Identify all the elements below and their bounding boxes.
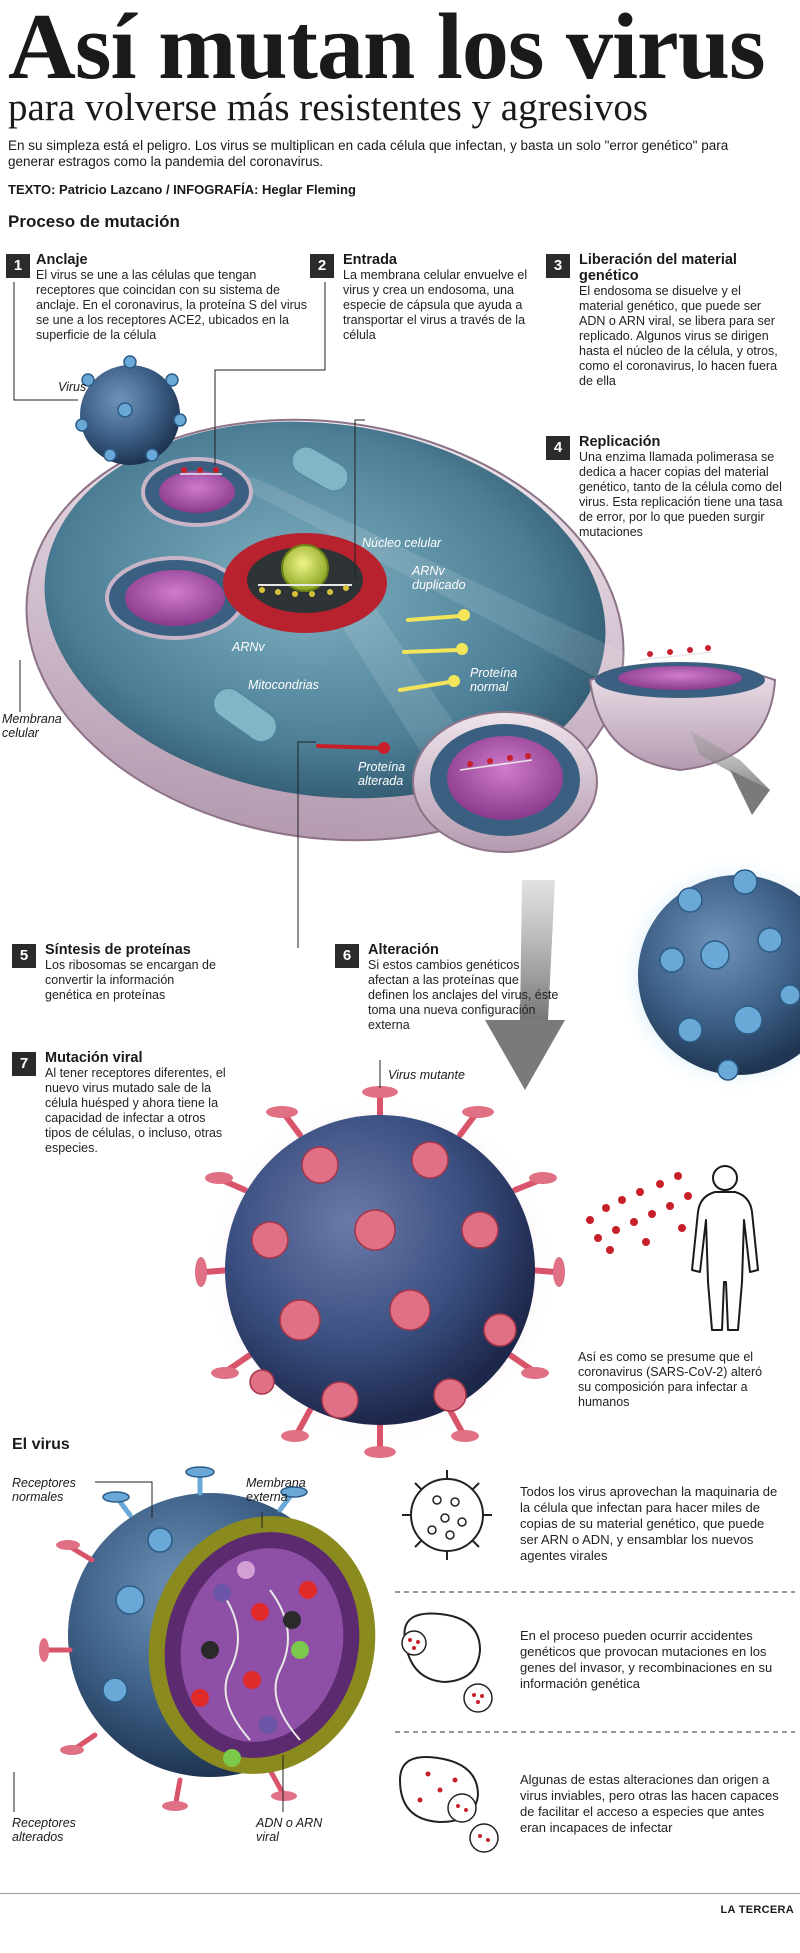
footer-divider	[0, 1893, 800, 1894]
step-7-number: 7	[12, 1052, 36, 1076]
step-7-body: Al tener receptores diferentes, el nuevo…	[45, 1066, 226, 1155]
page-subtitle: para volverse más resistentes y agresivo…	[8, 86, 649, 129]
page-title: Así mutan los virus	[8, 0, 766, 99]
virus-note-2: En el proceso pueden ocurrir accidentes …	[520, 1628, 773, 1691]
step-2-body: La membrana celular envuelve el virus y …	[343, 268, 528, 342]
label-receptores-normales: Receptores normales	[12, 1476, 76, 1504]
label-receptores-alterados: Receptores alterados	[12, 1816, 76, 1844]
step-3-number: 3	[546, 254, 570, 278]
step-2-title: Entrada	[343, 252, 397, 268]
step-6-number: 6	[335, 944, 359, 968]
footer-source: LA TERCERA	[720, 1904, 794, 1916]
virus-section-title: El virus	[12, 1436, 70, 1453]
step-1-number: 1	[6, 254, 30, 278]
step-5-number: 5	[12, 944, 36, 968]
label-proteina-alterada: Proteína alterada	[358, 760, 406, 788]
step-6-body: Si estos cambios genéticos afectan a las…	[368, 958, 559, 1032]
step-1-body: El virus se une a las células que tengan…	[36, 268, 307, 342]
step-5-title: Síntesis de proteínas	[45, 942, 191, 958]
label-virus-mutante: Virus mutante	[388, 1068, 465, 1082]
label-membrana-externa: Membrana externa	[246, 1476, 306, 1504]
step-1-title: Anclaje	[36, 252, 88, 268]
human-caption: Así es como se presume que el coronaviru…	[578, 1350, 763, 1409]
step-2-number: 2	[310, 254, 334, 278]
process-section-title: Proceso de mutación	[8, 212, 180, 231]
step-7-title: Mutación viral	[45, 1050, 143, 1066]
label-arnv-duplicado: ARNv duplicado	[412, 564, 466, 592]
virus-note-3: Algunas de estas alteraciones dan origen…	[520, 1772, 779, 1835]
virus-note-1: Todos los virus aprovechan la maquinaria…	[520, 1484, 778, 1563]
label-virus: Virus	[58, 380, 87, 394]
step-3-body: El endosoma se disuelve y el material ge…	[579, 284, 778, 388]
label-adn-arn-viral: ADN o ARN viral	[256, 1816, 323, 1844]
label-membrana-celular: Membrana celular	[2, 712, 62, 740]
step-4-body: Una enzima llamada polimerasa se dedica …	[579, 450, 783, 539]
step-6-title: Alteración	[368, 942, 439, 958]
label-arnv: ARNv	[232, 640, 265, 654]
label-mitocondrias: Mitocondrias	[248, 678, 319, 692]
step-4-title: Replicación	[579, 434, 661, 450]
credits: TEXTO: Patricio Lazcano / INFOGRAFÍA: He…	[8, 182, 356, 197]
label-proteina-normal: Proteína normal	[470, 666, 518, 694]
intro-text: En su simpleza está el peligro. Los viru…	[8, 138, 729, 169]
label-nucleo-celular: Núcleo celular	[362, 536, 442, 550]
step-3-title: Liberación del material genético	[579, 252, 737, 284]
step-5-body: Los ribosomas se encargan de convertir l…	[45, 958, 216, 1002]
step-4-number: 4	[546, 436, 570, 460]
